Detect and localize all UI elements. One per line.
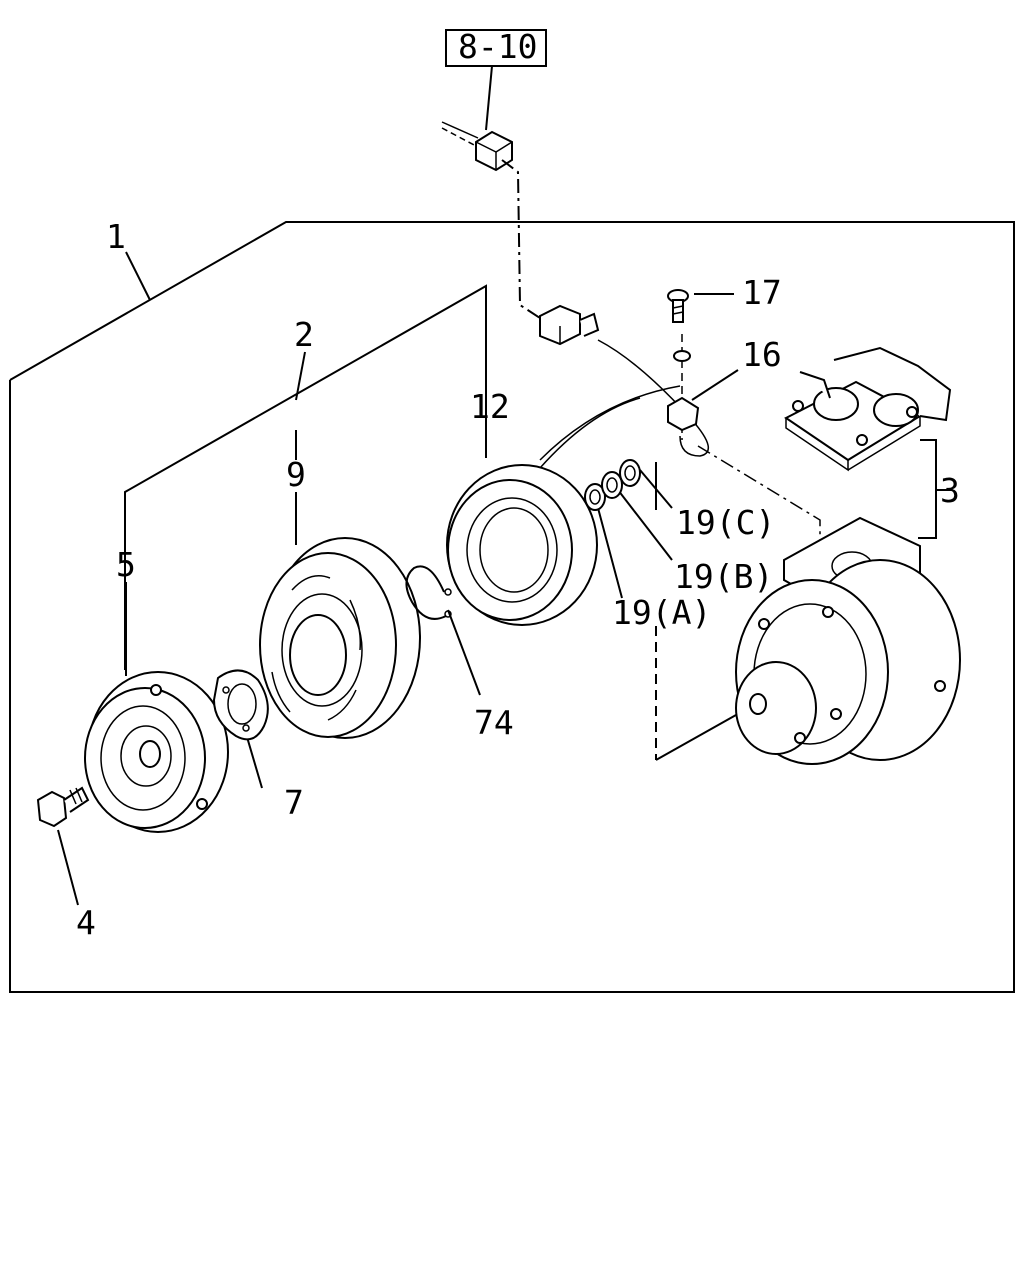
field-coil-part-12[interactable] (446, 385, 681, 626)
compressor-body (735, 516, 961, 765)
field-coil-connector (539, 304, 709, 457)
label-part-5: 5 (116, 545, 136, 584)
label-part-12: 12 (470, 387, 510, 426)
group-bracket (124, 284, 487, 670)
label-part-19b: 19(B) (674, 557, 773, 596)
label-part-19a: 19(A) (612, 593, 711, 632)
label-part-2: 2 (294, 315, 314, 354)
bolt-part-4[interactable] (36, 786, 90, 828)
label-part-1: 1 (106, 217, 126, 256)
label-part-3: 3 (940, 471, 960, 510)
snap-ring-part-74[interactable] (405, 565, 452, 620)
reference-label: 8-10 (458, 27, 537, 66)
shim-part-7[interactable] (212, 669, 269, 741)
harness-connector-top (441, 121, 513, 172)
clutch-hub-part-5[interactable] (84, 671, 229, 833)
shim-part-19b[interactable] (601, 471, 623, 499)
label-part-19c: 19(C) (676, 503, 775, 542)
screw-part-17[interactable] (667, 289, 689, 323)
label-part-74: 74 (474, 703, 514, 742)
reference-box-8-10[interactable]: 8-10 (445, 27, 547, 67)
label-part-17: 17 (742, 273, 782, 312)
clip-part-16[interactable] (667, 350, 700, 432)
label-part-16: 16 (742, 335, 782, 374)
label-part-9: 9 (286, 455, 306, 494)
assembly-outline (9, 221, 1015, 993)
shim-part-19a[interactable] (584, 483, 606, 511)
shim-part-19c[interactable] (619, 459, 641, 487)
label-part-7: 7 (284, 783, 304, 822)
label-part-4: 4 (76, 903, 96, 942)
valve-assembly-part-3[interactable] (784, 346, 952, 472)
pulley-part-9[interactable] (259, 537, 421, 739)
